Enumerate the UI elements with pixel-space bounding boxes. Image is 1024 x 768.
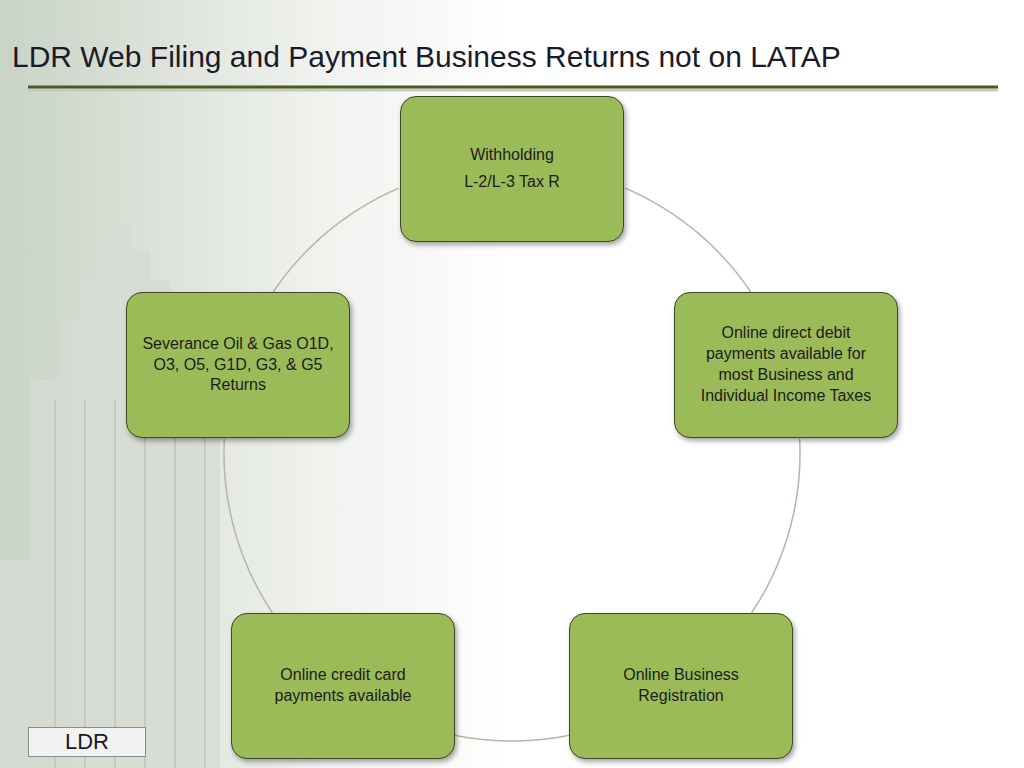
box-text: Online direct debit payments available f… (689, 323, 883, 406)
cycle-arc (455, 735, 569, 741)
box-text: L-2/L-3 Tax R (464, 172, 560, 193)
process-box: WithholdingL-2/L-3 Tax R (400, 96, 624, 242)
process-box: Online Business Registration (569, 613, 793, 759)
title-rule-shadow (28, 89, 998, 92)
process-box: Online direct debit payments available f… (674, 292, 898, 438)
box-text: Online Business Registration (584, 665, 778, 707)
cycle-arc (752, 439, 800, 613)
title-rule (28, 86, 998, 89)
cycle-arc (273, 188, 398, 292)
slide-title: LDR Web Filing and Payment Business Retu… (12, 40, 841, 74)
box-text: Online credit card payments available (246, 665, 440, 707)
cycle-arc (224, 439, 272, 613)
box-text: Withholding (470, 145, 554, 166)
cycle-arc (625, 188, 750, 292)
process-box: Online credit card payments available (231, 613, 455, 759)
box-text: Severance Oil & Gas O1D, O3, O5, G1D, G3… (141, 334, 335, 396)
process-box: Severance Oil & Gas O1D, O3, O5, G1D, G3… (126, 292, 350, 438)
logo-label: LDR (28, 727, 146, 757)
